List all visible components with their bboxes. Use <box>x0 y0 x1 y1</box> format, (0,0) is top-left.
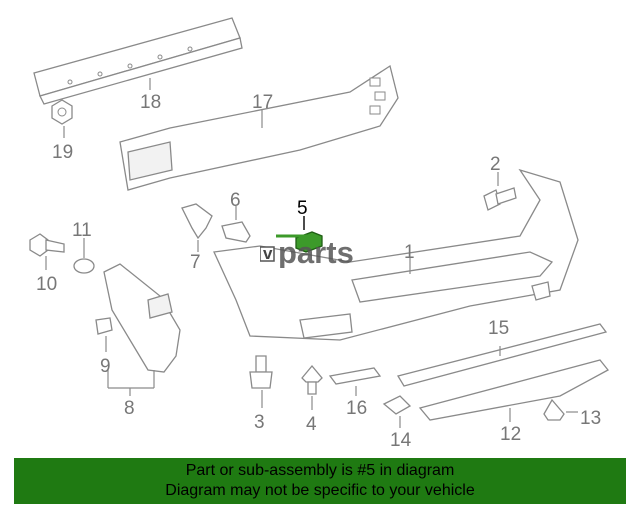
part-11-clip <box>73 238 95 274</box>
callout-15: 15 <box>488 318 509 339</box>
part-2-screw <box>483 172 517 211</box>
callout-18: 18 <box>140 92 161 113</box>
part-19-nut <box>51 99 73 138</box>
part-18-reinforcement <box>33 17 243 105</box>
logo-prefix: v <box>263 244 273 263</box>
notice-banner: Part or sub-assembly is #5 in diagram Di… <box>14 458 626 504</box>
callout-12: 12 <box>500 424 521 445</box>
callout-5: 5 <box>297 198 308 219</box>
part-14-bracket <box>382 395 412 428</box>
part-17-absorber <box>119 64 399 191</box>
callout-6: 6 <box>230 190 241 211</box>
part-10-bolt <box>29 233 65 270</box>
callout-7: 7 <box>190 252 201 273</box>
part-8-mudguard <box>103 263 181 396</box>
callout-10: 10 <box>36 274 57 295</box>
part-9-clip <box>95 317 113 352</box>
callout-13: 13 <box>580 408 601 429</box>
part-6-bracket <box>221 206 251 243</box>
part-1-bumper-cover <box>213 168 579 341</box>
notice-line-1: Part or sub-assembly is #5 in diagram <box>185 462 455 479</box>
vparts-watermark-logo: v parts <box>260 234 354 268</box>
notice-line-2: Diagram may not be specific to your vehi… <box>165 482 475 499</box>
callout-11: 11 <box>72 220 92 241</box>
callout-16: 16 <box>346 398 367 419</box>
callout-2: 2 <box>490 154 501 175</box>
part-7-bracket <box>181 203 213 252</box>
part-15-garnish <box>396 323 608 387</box>
part-3-bolt <box>249 355 273 408</box>
callout-4: 4 <box>306 414 317 435</box>
part-12-step-pad <box>418 359 609 422</box>
callout-1: 1 <box>404 242 415 263</box>
part-13-clip <box>543 398 578 421</box>
callout-9: 9 <box>100 356 111 377</box>
parts-diagram: 18 19 17 2 6 5 11 1 7 10 15 9 8 16 13 3 … <box>29 17 609 451</box>
callout-17: 17 <box>252 92 273 113</box>
callout-14: 14 <box>390 430 412 451</box>
callout-19: 19 <box>52 142 73 163</box>
callout-3: 3 <box>254 412 265 433</box>
part-16-reflector <box>328 367 382 396</box>
callout-8: 8 <box>124 398 135 419</box>
logo-text: parts <box>278 235 354 268</box>
part-4-push-clip <box>301 364 323 410</box>
logo-box-icon <box>260 246 275 262</box>
